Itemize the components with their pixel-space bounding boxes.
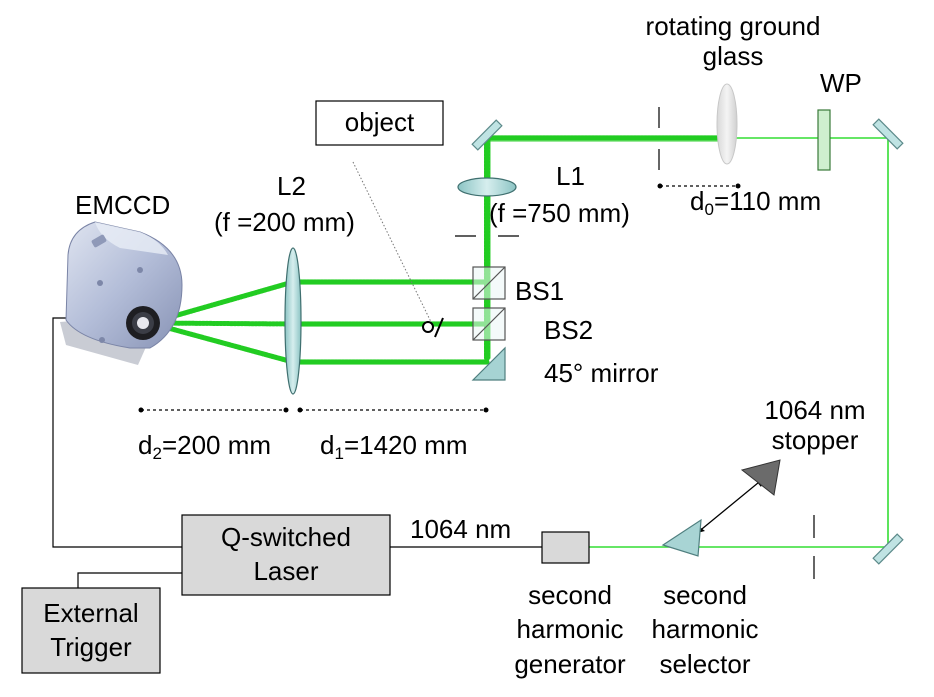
shg-label-line1: second bbox=[528, 580, 612, 610]
d2-subscript: 2 bbox=[152, 444, 162, 463]
second-harmonic-generator-box bbox=[541, 531, 590, 564]
d2-label: d2=200 mm bbox=[138, 430, 272, 463]
apertures bbox=[455, 107, 815, 579]
rotating-ground-glass-label-line2: glass bbox=[702, 40, 764, 71]
stopper-label: 1064 nm stopper bbox=[740, 395, 890, 456]
emccd-label: EMCCD bbox=[75, 190, 171, 220]
trigger-label-line1: External bbox=[43, 597, 139, 628]
d1-symbol: d bbox=[320, 430, 335, 460]
second-harmonic-selector-label: second harmonic selector bbox=[636, 578, 774, 681]
d0-value: =110 mm bbox=[713, 186, 822, 216]
wave-plate bbox=[817, 109, 831, 171]
shs-label-line1: second bbox=[663, 580, 747, 610]
rotating-ground-glass bbox=[716, 83, 738, 165]
mirror-45-label: 45° mirror bbox=[544, 358, 659, 388]
speckle-beams bbox=[147, 135, 725, 365]
stopper-label-line2: stopper bbox=[771, 424, 859, 455]
distance-markers bbox=[141, 185, 738, 411]
laser-label-line2: Laser bbox=[253, 556, 319, 586]
stopper-1064nm bbox=[740, 459, 781, 496]
rotating-ground-glass-label-line1: rotating ground bbox=[645, 11, 821, 41]
lens-l2 bbox=[284, 247, 302, 395]
d2-symbol: d bbox=[138, 430, 153, 460]
second-harmonic-generator-label: second harmonic generator bbox=[495, 578, 645, 681]
bs1-label: BS1 bbox=[515, 276, 565, 306]
laser-label-line1: Q-switched bbox=[220, 522, 352, 553]
harmonic-selector-prism bbox=[661, 518, 702, 557]
object-label-box bbox=[315, 100, 444, 146]
beam-splitter-bs1 bbox=[472, 266, 506, 300]
mirror-top-left bbox=[471, 119, 503, 151]
beam-splitter-bs2 bbox=[472, 307, 506, 341]
harmonic-selector-assembly bbox=[661, 459, 781, 557]
lens-l1 bbox=[457, 177, 517, 197]
lens-l2-label: L2 bbox=[277, 171, 306, 201]
mirror-45-degree bbox=[471, 346, 506, 381]
rotating-ground-glass-label: rotating ground glass bbox=[622, 11, 844, 72]
distance-marker-dots bbox=[138, 183, 741, 413]
q-switched-laser-label: Q-switched Laser bbox=[182, 515, 390, 595]
wave-plate-label: WP bbox=[820, 68, 862, 98]
d1-value: =1420 mm bbox=[343, 430, 468, 460]
d0-subscript: 0 bbox=[704, 200, 714, 219]
shg-label-line3: generator bbox=[514, 648, 626, 679]
lens-l2-focal-label: (f =200 mm) bbox=[214, 207, 355, 237]
d2-value: =200 mm bbox=[161, 430, 272, 460]
stopper-label-line1: 1064 nm bbox=[764, 395, 866, 425]
laser-path bbox=[390, 137, 889, 548]
wavelength-1064-label: 1064 nm bbox=[410, 514, 512, 544]
camera-cable bbox=[52, 317, 182, 548]
q-switched-laser-box bbox=[181, 514, 391, 596]
d1-subscript: 1 bbox=[334, 444, 344, 463]
bs2-label: BS2 bbox=[544, 315, 594, 345]
object-sample bbox=[352, 161, 444, 338]
shs-label-line3: selector bbox=[659, 648, 751, 679]
emccd-camera bbox=[60, 221, 183, 365]
external-trigger-box bbox=[21, 587, 161, 674]
shg-label-line2: harmonic bbox=[516, 614, 624, 645]
external-trigger-label: External Trigger bbox=[22, 588, 160, 673]
trigger-cable bbox=[77, 572, 182, 588]
trigger-wiring bbox=[52, 317, 182, 588]
lens-l1-focal-label: (f =750 mm) bbox=[489, 198, 630, 228]
d1-label: d1=1420 mm bbox=[320, 430, 468, 463]
mirror-bottom-right bbox=[872, 533, 904, 565]
shs-label-line2: harmonic bbox=[651, 614, 759, 645]
mirrors bbox=[471, 118, 904, 565]
beam-splitters bbox=[471, 266, 506, 381]
d0-label: d0=110 mm bbox=[690, 186, 822, 219]
object-label: object bbox=[344, 107, 415, 138]
d0-symbol: d bbox=[690, 186, 705, 216]
lens-l1-label: L1 bbox=[556, 161, 585, 191]
trigger-label-line2: Trigger bbox=[50, 631, 132, 662]
mirror-top-right bbox=[872, 118, 904, 150]
